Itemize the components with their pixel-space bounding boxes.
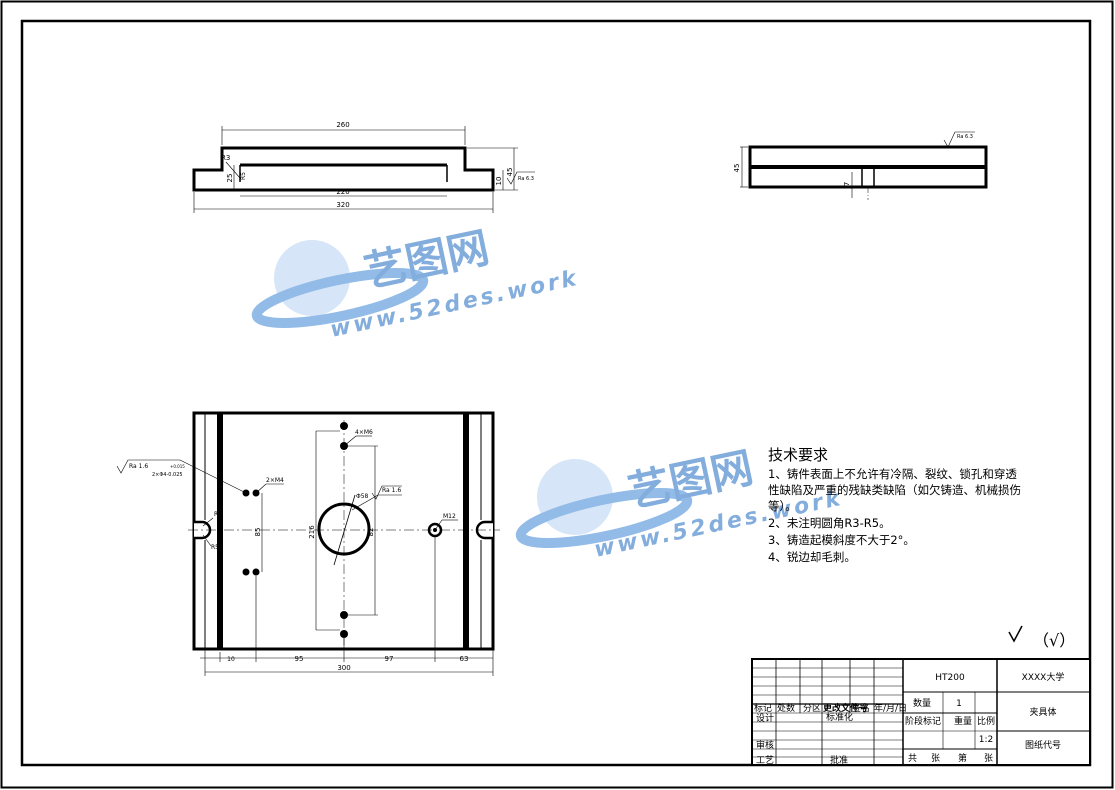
front-roughness: Ra 6.3	[518, 176, 534, 182]
front-view: 260 220 320 45 10 25 R3 R5 Ra 6.3	[192, 121, 535, 213]
tb-design: 设计	[756, 712, 774, 724]
tb-review: 审核	[756, 739, 774, 751]
top-dim-95: 95	[295, 655, 304, 663]
general-roughness: （√）	[1008, 625, 1075, 650]
tb-material: HT200	[935, 673, 965, 683]
top-label-r5: R5	[211, 544, 219, 551]
front-dim-25: 25	[226, 174, 234, 183]
tb-scale-value: 1:2	[979, 735, 993, 745]
top-dim-300: 300	[337, 664, 350, 672]
top-dim-85: 85	[254, 528, 262, 537]
top-roughness-bore: Ra 1.6	[382, 487, 401, 494]
front-dim-r5: R5	[240, 172, 247, 180]
tb-standard: 标准化	[826, 711, 853, 723]
tb-total: 共	[908, 753, 917, 764]
front-dim-260: 260	[336, 121, 349, 129]
technical-requirements: 技术要求 1、铸件表面上不允许有冷隔、裂纹、锁孔和穿透 性缺陷及严重的残缺类缺陷…	[768, 446, 1021, 564]
tb-approve: 批准	[830, 754, 848, 766]
tb-university: XXXX大学	[1022, 671, 1065, 683]
front-dim-10: 10	[495, 177, 503, 186]
front-dim-220: 220	[336, 188, 349, 196]
notes-line-5: 3、铸造起模斜度不大于2°。	[768, 533, 915, 547]
tb-change-doc: 更改文件号	[823, 702, 868, 714]
top-dim-216: 216	[308, 525, 316, 539]
front-dim-320: 320	[336, 201, 349, 209]
tb-mark: 标记	[754, 702, 772, 714]
notes-line-2: 性缺陷及严重的残缺类缺陷（如欠铸造、机械损伤	[768, 483, 1021, 497]
notes-line-4: 2、未注明圆角R3-R5。	[768, 516, 891, 530]
tb-number: 第	[958, 752, 967, 764]
side-roughness: Ra 6.3	[957, 134, 973, 140]
tb-sheets: 张	[931, 753, 940, 764]
tb-scale-label: 比例	[977, 715, 995, 727]
top-label-r8: R8	[214, 511, 222, 518]
tb-sign: 签名	[852, 702, 870, 714]
notes-line-1: 1、铸件表面上不允许有冷隔、裂纹、锁孔和穿透	[768, 467, 1017, 481]
tb-drawing-no: 图纸代号	[1025, 739, 1061, 751]
tb-part-name: 夹具体	[1029, 706, 1056, 718]
top-label-m12: M12	[443, 513, 456, 520]
tb-weight: 重量	[954, 715, 972, 727]
notes-line-6: 4、锐边却毛刺。	[768, 550, 856, 564]
top-dim-63: 63	[460, 655, 469, 663]
top-view: 216 82 85 4×M6 2×M4 Φ58 Ra 1.6 M12 R8 R5…	[116, 411, 500, 676]
inner-frame	[20, 19, 1092, 767]
front-dim-r3: R3	[221, 154, 230, 162]
top-label-bore: Φ58	[356, 493, 369, 500]
title-block: HT200 XXXX大学 数量 1 夹具体 标记 处数 分区 更改文件号 签名 …	[751, 658, 1091, 766]
tb-zone: 分区	[803, 703, 821, 714]
tb-stage: 阶段标记	[905, 715, 941, 727]
notes-line-3: 等）。	[768, 499, 797, 513]
general-roughness-paren: （√）	[1033, 631, 1075, 650]
tb-qty-label: 数量	[913, 697, 931, 709]
watermark-1: 艺图网 www.52des.work	[251, 223, 581, 343]
tb-process: 工艺	[756, 755, 774, 766]
top-tol-lower: 2×Φ4-0.025	[152, 472, 183, 478]
top-label-4m6: 4×M6	[355, 429, 373, 436]
top-label-2m4: 2×M4	[266, 477, 284, 484]
side-dim-7: 7	[843, 182, 851, 186]
front-dim-45: 45	[506, 168, 514, 177]
tb-sheets2: 张	[984, 753, 993, 764]
side-dim-45: 45	[733, 164, 741, 173]
top-tol-upper: +0.015	[170, 464, 185, 469]
top-dim-82: 82	[367, 528, 375, 537]
tb-date: 年/月/日	[874, 702, 907, 714]
top-dim-97: 97	[385, 655, 394, 663]
top-dim-10: 10	[227, 656, 235, 663]
top-roughness-left: Ra 1.6	[129, 463, 148, 470]
tb-qty-value: 1	[956, 699, 962, 709]
watermark-2: 艺图网 www.52des.work	[515, 443, 845, 563]
side-view: 45 7 Ra 6.3	[733, 131, 988, 200]
notes-title: 技术要求	[768, 446, 828, 464]
tb-count: 处数	[777, 702, 795, 714]
